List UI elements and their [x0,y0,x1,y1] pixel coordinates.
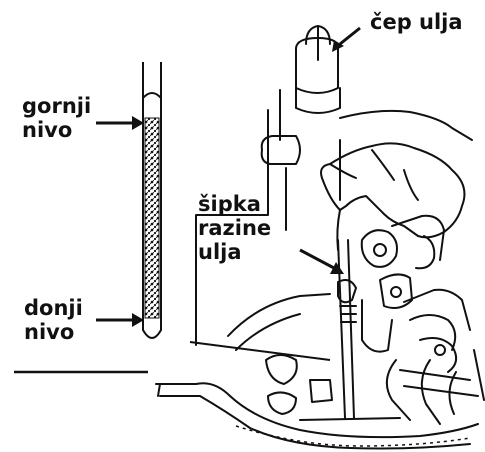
upper-level-label-line2: nivo [22,118,91,142]
dipstick-label-line2: razine [198,216,271,240]
oil-cap-arrow [332,28,360,52]
lower-level-label: donji nivo [24,296,83,344]
dipstick-label-line1: šipka [198,192,271,216]
oil-film-band [145,118,159,318]
lower-level-label-line2: nivo [24,320,83,344]
lower-level-label-line1: donji [24,296,83,320]
dipstick-label: šipka razine ulja [198,192,271,264]
oil-cap-label-line1: čep ulja [370,10,463,34]
oil-pan [228,294,330,336]
upper-level-label-line1: gornji [22,94,91,118]
oil-cap-label: čep ulja [370,10,463,34]
hand [321,143,464,237]
lower-level-arrow [96,313,144,327]
dipstick-label-line3: ulja [198,240,271,264]
dipstick-arrow [300,250,344,274]
upper-level-label: gornji nivo [22,94,91,142]
upper-level-arrow [96,116,144,130]
